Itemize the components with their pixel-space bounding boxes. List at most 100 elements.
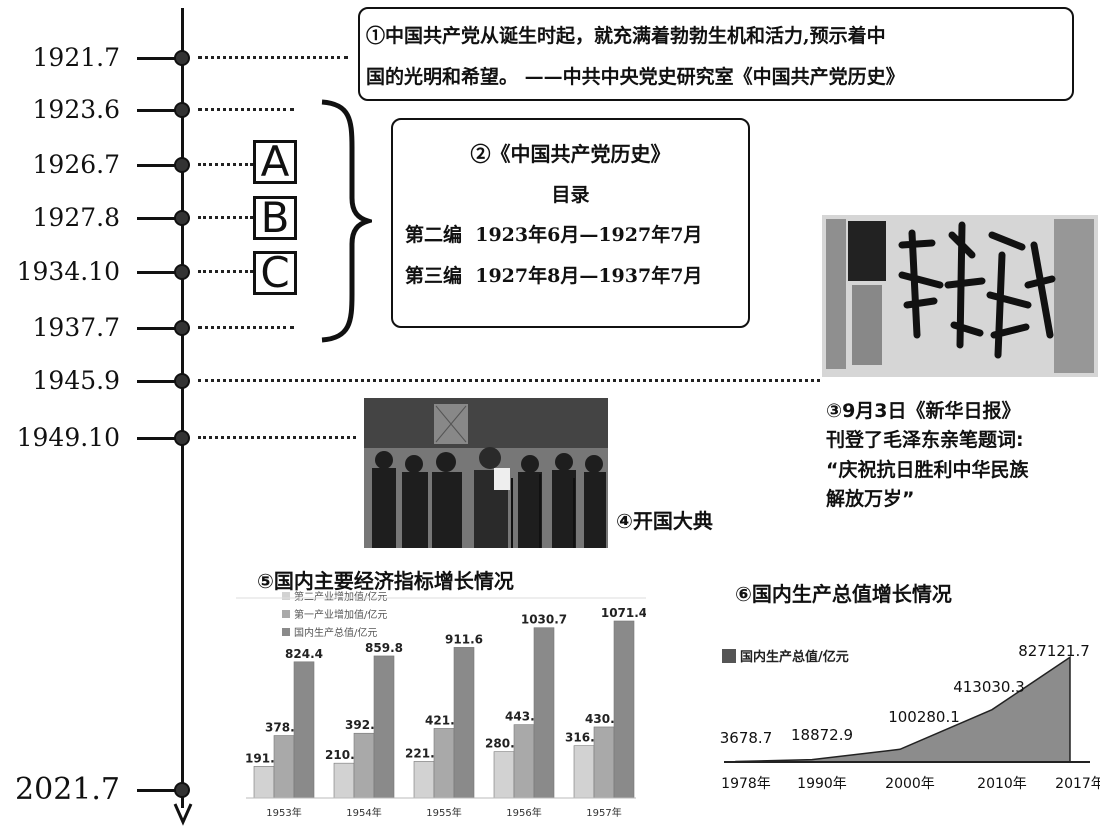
- legend-label: 第一产业增加值/亿元: [294, 608, 387, 621]
- bar: [373, 655, 395, 799]
- quote-box: ①中国共产党从诞生时起，就充满着勃勃生机和活力,预示着中 国的光明和希望。 ——…: [358, 7, 1074, 101]
- category-label: 2000年: [885, 776, 935, 792]
- timeline-axis: [181, 8, 184, 808]
- legend-swatch: [282, 592, 290, 600]
- year-label: 1934.10: [16, 257, 120, 286]
- curly-brace: [321, 99, 372, 343]
- contents-box: ②《中国共产党历史》 目录 第二编 1923年6月—1927年7月 第三编 19…: [391, 118, 750, 328]
- dotted-leader: [198, 436, 356, 439]
- data-label: 421.0: [425, 713, 463, 727]
- year-label: 2021.7: [15, 772, 120, 807]
- quote-line-2: 国的光明和希望。 ——中共中央党史研究室《中国共产党历史》: [366, 66, 905, 88]
- category-label: 1957年: [586, 806, 621, 819]
- timeline-node: [174, 264, 190, 280]
- data-label: 18872.9: [791, 726, 853, 744]
- quote-line-1: ①中国共产党从诞生时起，就充满着勃勃生机和活力,预示着中: [366, 25, 886, 47]
- bar: [273, 735, 295, 799]
- timeline-arrowhead: [173, 803, 193, 826]
- year-label: 1923.6: [32, 95, 120, 124]
- letter-box-a: A: [253, 140, 297, 184]
- timeline-tick: [137, 109, 181, 112]
- timeline-tick: [137, 271, 181, 274]
- timeline-node: [174, 102, 190, 118]
- legend-label: 国内生产总值/亿元: [294, 626, 377, 639]
- dotted-leader: [198, 108, 294, 111]
- bar: [333, 762, 355, 799]
- legend-label: 第二产业增加值/亿元: [294, 590, 387, 603]
- dotted-leader: [198, 163, 253, 166]
- data-label: 1071.4: [601, 606, 646, 620]
- contents-row-3: 第三编 1927年8月—1937年7月: [405, 265, 703, 287]
- timeline-node: [174, 50, 190, 66]
- data-label: 824.4: [285, 647, 323, 661]
- data-label: 827121.7: [1018, 642, 1090, 660]
- bar: [573, 745, 595, 799]
- bar: [293, 661, 315, 799]
- data-label: 191.6: [245, 751, 283, 765]
- newspaper-caption-2: 刊登了毛泽东亲笔题词:: [826, 429, 1024, 451]
- chart6-title: ⑥国内生产总值增长情况: [735, 582, 952, 606]
- dotted-leader: [198, 270, 253, 273]
- year-label: 1949.10: [16, 423, 120, 452]
- year-label: 1927.8: [32, 203, 120, 232]
- dotted-leader: [198, 326, 294, 329]
- legend-swatch: [282, 628, 290, 636]
- data-label: 443.9: [505, 710, 543, 724]
- timeline-tick: [137, 437, 181, 440]
- bar: [453, 647, 475, 799]
- year-label: 1937.7: [32, 313, 120, 342]
- newspaper-caption-3: “庆祝抗日胜利中华民族: [826, 459, 1029, 481]
- letter-box-b: B: [253, 196, 297, 240]
- bar: [593, 726, 615, 799]
- bar: [413, 761, 435, 799]
- legend-swatch: [722, 649, 736, 663]
- timeline-tick: [137, 327, 181, 330]
- category-label: 2017年: [1055, 776, 1100, 792]
- bar: [533, 627, 555, 799]
- data-label: 210.8: [325, 748, 363, 762]
- data-label: 1030.7: [521, 613, 567, 627]
- bar: [353, 732, 375, 799]
- timeline-node: [174, 430, 190, 446]
- data-label: 392.0: [345, 718, 383, 732]
- timeline-tick: [137, 380, 181, 383]
- category-label: 1978年: [721, 776, 771, 792]
- contents-row-2: 第二编 1923年6月—1927年7月: [405, 224, 703, 246]
- bar: [253, 766, 275, 799]
- timeline-node: [174, 782, 190, 798]
- category-label: 1955年: [426, 806, 461, 819]
- year-label: 1945.9: [32, 366, 120, 395]
- dotted-leader: [198, 379, 820, 382]
- data-label: 280.4: [485, 737, 523, 751]
- data-label: 100280.1: [888, 708, 960, 726]
- timeline-node: [174, 210, 190, 226]
- data-label: 911.6: [445, 632, 483, 646]
- bar: [513, 724, 535, 799]
- data-label: 3678.7: [720, 729, 773, 747]
- newspaper-caption-1: ③9月3日《新华日报》: [826, 400, 1021, 422]
- legend-label: 国内生产总值/亿元: [740, 649, 849, 665]
- category-label: 1954年: [346, 806, 381, 819]
- timeline-tick: [137, 164, 181, 167]
- timeline-tick: [137, 217, 181, 220]
- data-label: 413030.3: [953, 678, 1025, 696]
- ceremony-caption: ④开国大典: [616, 509, 713, 533]
- timeline-node: [174, 157, 190, 173]
- ceremony-photo: [364, 398, 608, 548]
- year-label: 1921.7: [32, 43, 120, 72]
- category-label: 1956年: [506, 806, 541, 819]
- data-label: 430.0: [585, 712, 623, 726]
- letter-box-c: C: [253, 251, 297, 295]
- category-label: 1953年: [266, 806, 301, 819]
- dotted-leader: [198, 56, 348, 59]
- contents-title: ②《中国共产党历史》: [470, 142, 671, 166]
- chart5-title: ⑤国内主要经济指标增长情况: [257, 569, 514, 593]
- category-label: 1990年: [797, 776, 847, 792]
- year-label: 1926.7: [32, 150, 120, 179]
- data-label: 221.5: [405, 746, 443, 760]
- data-label: 316.6: [565, 731, 603, 745]
- bar: [433, 728, 455, 799]
- legend-swatch: [282, 610, 290, 618]
- dotted-leader: [198, 216, 253, 219]
- category-label: 2010年: [977, 776, 1027, 792]
